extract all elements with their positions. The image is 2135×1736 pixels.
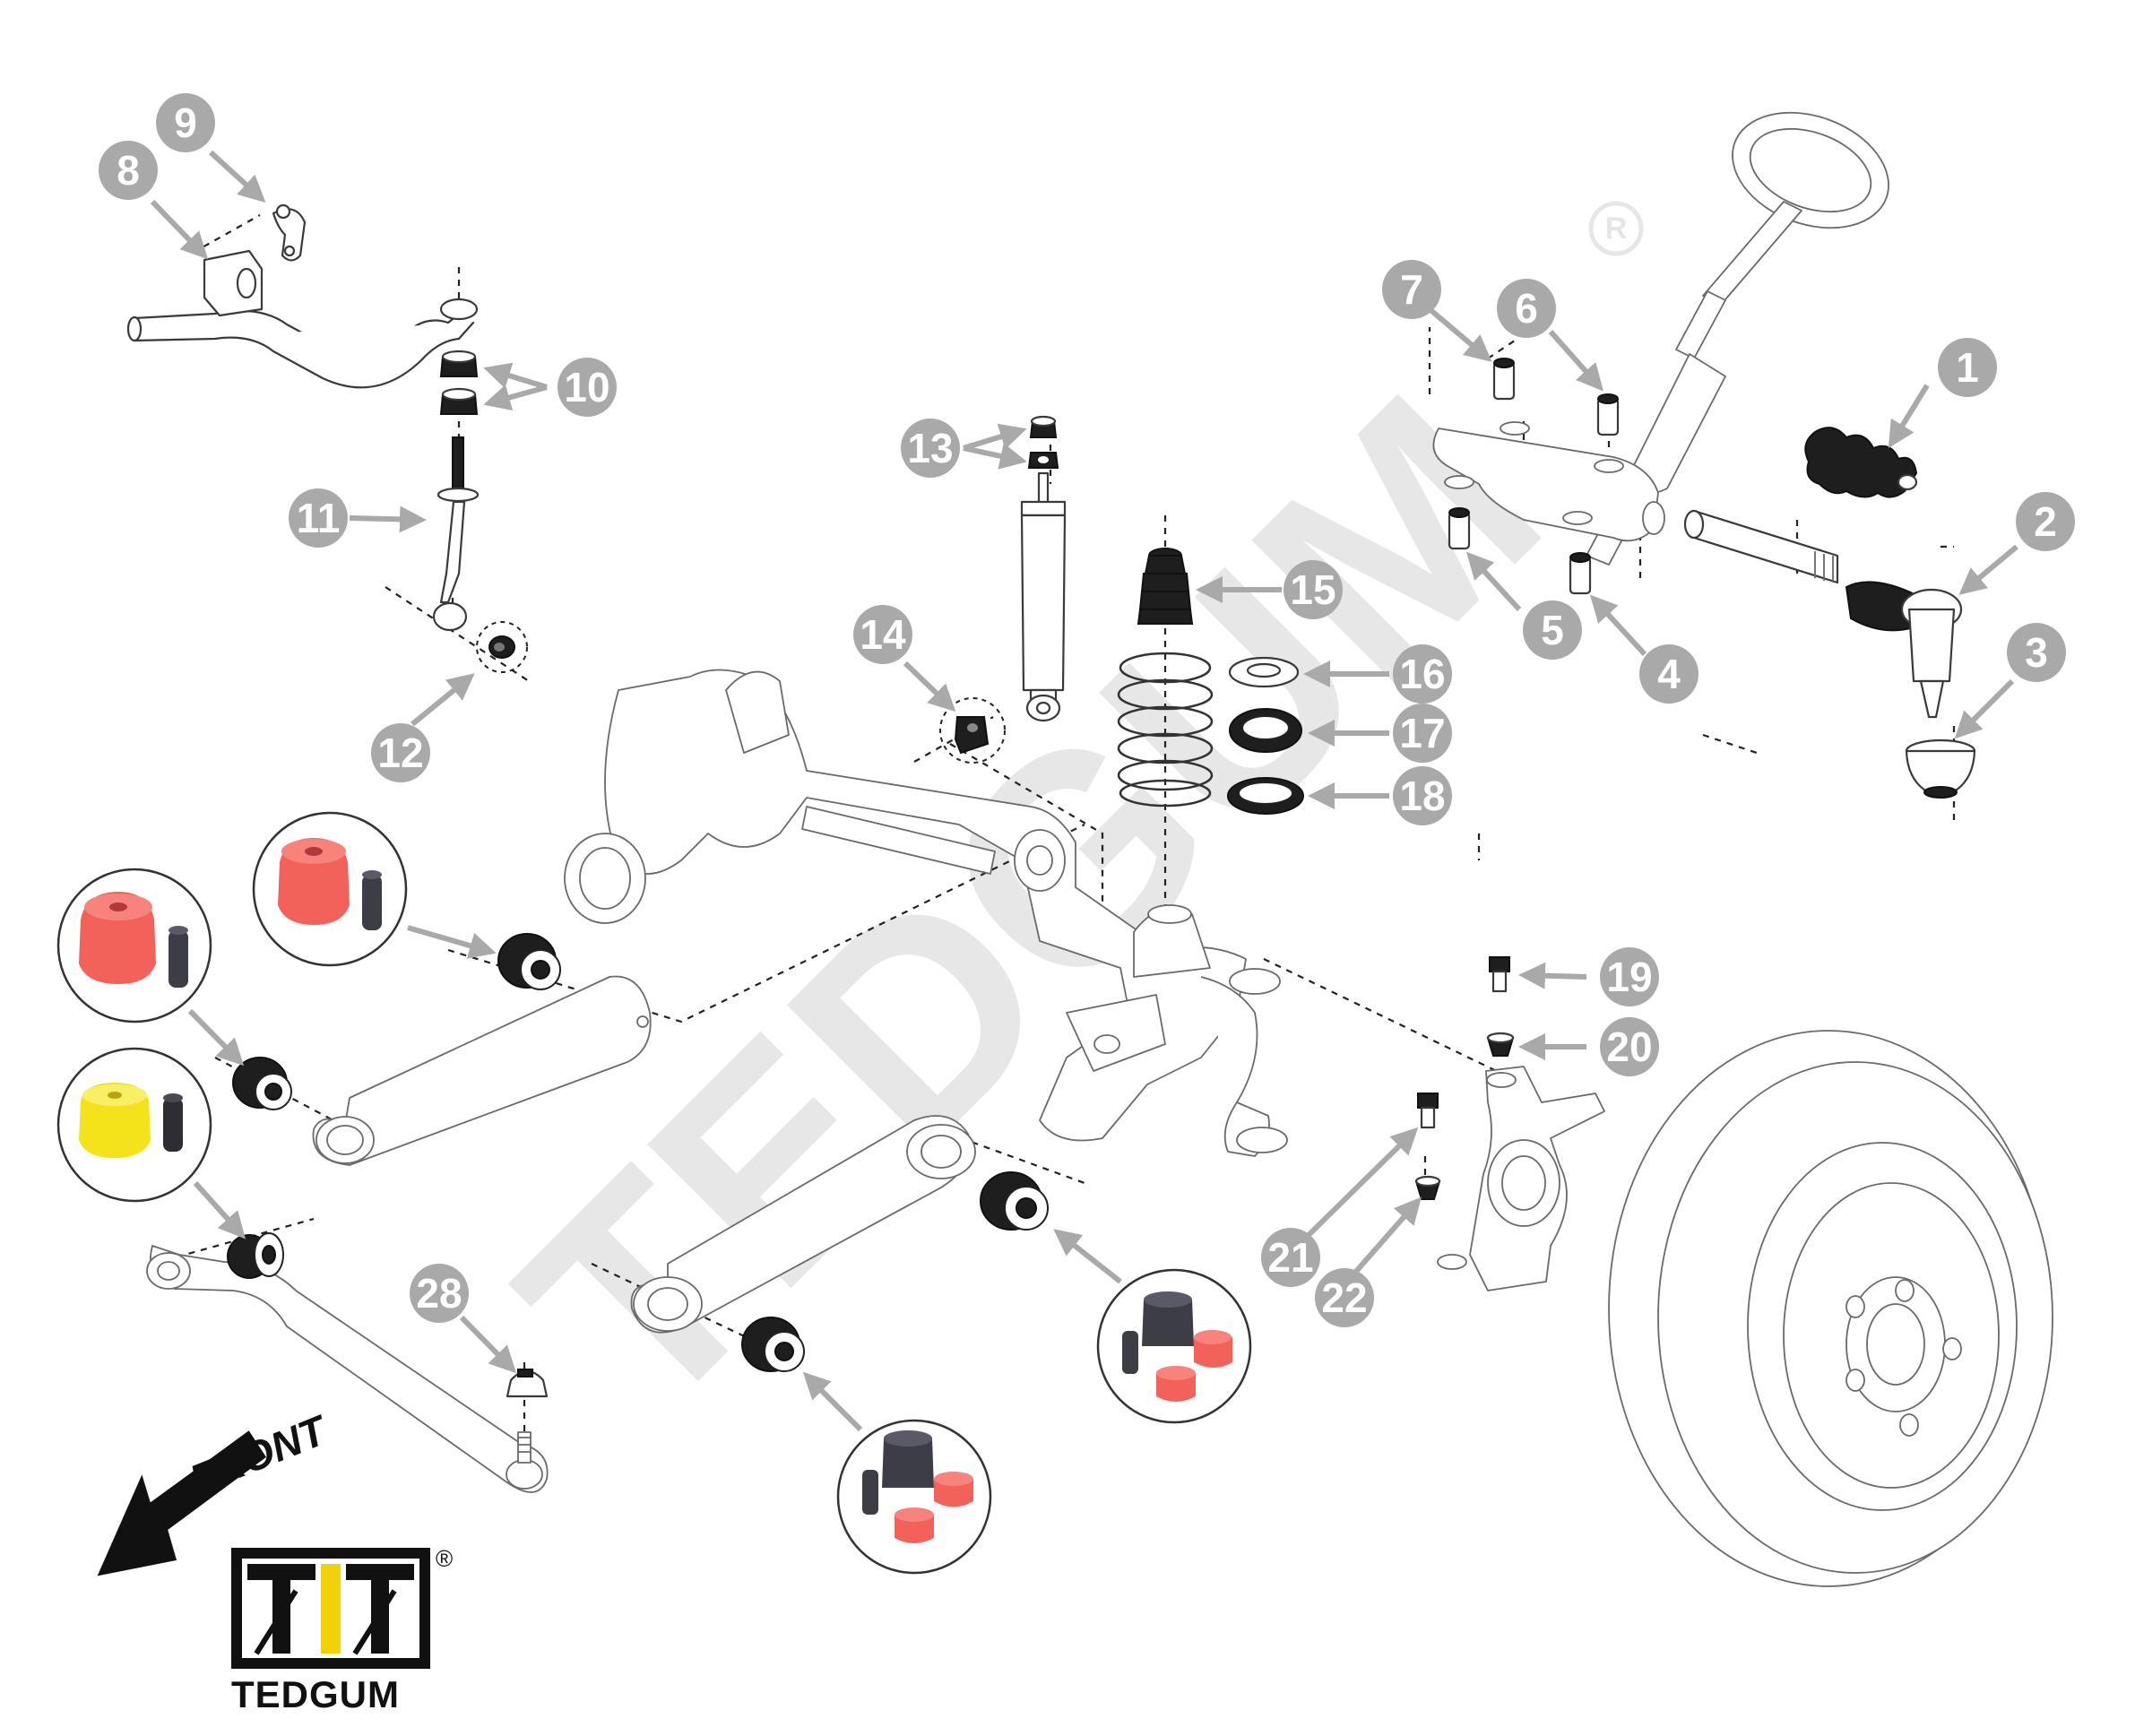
kingpin-bushing-22 (1414, 1175, 1441, 1200)
link-bushing-12 (476, 621, 528, 673)
svg-text:6: 6 (1515, 285, 1538, 332)
boot-1 (1804, 427, 1918, 498)
callout-17: 17 (1393, 704, 1452, 763)
tie-rod-2 (1683, 509, 1963, 719)
logo-registered-mark: ® (436, 1545, 453, 1572)
wheel (1608, 1030, 2053, 1587)
svg-text:4: 4 (1657, 651, 1681, 697)
callout-15: 15 (1284, 560, 1343, 619)
svg-text:11: 11 (297, 495, 341, 541)
callout-10: 10 (558, 358, 617, 417)
boot-3 (1905, 738, 1976, 799)
kingpin-bushing-20 (1486, 1032, 1515, 1057)
shock-bushing-14 (939, 697, 1006, 764)
svg-text:3: 3 (2025, 629, 2048, 676)
svg-text:22: 22 (1321, 1274, 1367, 1321)
upper-trailing-arm (312, 975, 652, 1166)
callout-9: 9 (156, 93, 215, 152)
spring-seat-18 (1227, 777, 1304, 815)
callout-6: 6 (1497, 279, 1556, 338)
stabilizer-bar (126, 298, 479, 389)
steering-wheel (1586, 111, 1889, 566)
svg-text:21: 21 (1267, 1234, 1313, 1281)
photo-red-bushing-upper (252, 811, 408, 967)
svg-text:19: 19 (1606, 954, 1652, 1000)
stabilizer-bushing-8 (203, 249, 264, 317)
callout-4: 4 (1639, 644, 1698, 704)
arm-bushing-lower-rear (980, 1171, 1049, 1231)
callout-19: 19 (1600, 947, 1659, 1006)
svg-text:7: 7 (1400, 266, 1423, 313)
lower-trailing-arm (630, 1115, 976, 1334)
svg-text:14: 14 (860, 611, 906, 658)
shock-absorber (1020, 415, 1067, 722)
kingpin-19 (1489, 956, 1510, 993)
pins-4-5-6-7 (1448, 358, 1620, 595)
svg-text:28: 28 (416, 1270, 462, 1317)
track-bar (146, 1245, 549, 1493)
svg-text:15: 15 (1290, 566, 1335, 613)
link-bushings-10 (439, 350, 479, 415)
svg-text:18: 18 (1399, 773, 1445, 819)
callout-20: 20 (1600, 1017, 1659, 1076)
svg-text:1: 1 (1956, 344, 1979, 391)
svg-text:17: 17 (1399, 710, 1445, 756)
spring-seat-16 (1228, 656, 1300, 688)
callout-arrows (150, 150, 2018, 1432)
svg-text:12: 12 (377, 730, 423, 776)
front-arrow-icon (97, 1430, 267, 1576)
callout-22: 22 (1315, 1268, 1374, 1327)
arm-bushing-front (497, 933, 561, 990)
bearing-17 (1229, 708, 1302, 753)
callout-5: 5 (1523, 600, 1582, 660)
steering-knuckle (1437, 1066, 1605, 1291)
callout-12: 12 (371, 723, 430, 782)
callout-3: 3 (2007, 623, 2066, 682)
callout-21: 21 (1261, 1228, 1320, 1287)
callout-1: 1 (1938, 338, 1997, 397)
steering-linkage (1432, 421, 1665, 542)
watermark-registered-icon: R (1588, 201, 1644, 256)
stabilizer-clamp-9 (272, 203, 307, 262)
svg-text:5: 5 (1541, 607, 1564, 653)
svg-text:R: R (1605, 212, 1628, 246)
tedgum-logo: ® TEDGUM (231, 1545, 453, 1715)
svg-text:16: 16 (1399, 651, 1445, 697)
callout-7: 7 (1382, 260, 1441, 319)
svg-text:10: 10 (564, 364, 609, 410)
arm-bushing-mid (232, 1057, 292, 1110)
callout-11: 11 (289, 488, 348, 548)
callout-16: 16 (1393, 644, 1452, 704)
arm-bushing-track (227, 1232, 284, 1279)
axle-housing (564, 669, 1288, 1157)
photo-red-bushing-left (56, 868, 212, 1023)
callout-8: 8 (99, 141, 158, 200)
kingpin-21 (1417, 1093, 1439, 1129)
svg-text:2: 2 (2034, 498, 2057, 545)
arm-bushing-lower-front (741, 1317, 805, 1372)
bump-stop-15 (1137, 548, 1194, 625)
logo-wordmark: TEDGUM (231, 1673, 400, 1715)
front-label: FRONT (183, 1405, 335, 1503)
svg-text:20: 20 (1606, 1023, 1652, 1070)
svg-text:13: 13 (907, 425, 953, 471)
stabilizer-link-11 (432, 436, 480, 632)
coil-spring (1117, 652, 1214, 808)
callout-14: 14 (853, 605, 912, 664)
callout-28: 28 (410, 1264, 469, 1323)
track-bar-bushing-28 (506, 1369, 549, 1464)
callout-2: 2 (2016, 492, 2075, 551)
svg-text:8: 8 (117, 147, 140, 194)
callout-13: 13 (901, 419, 960, 478)
svg-text:9: 9 (174, 99, 197, 146)
callout-18: 18 (1393, 766, 1452, 825)
photo-yellow-bushing (56, 1047, 212, 1203)
photo-bushing-kit-bottom (836, 1419, 992, 1575)
photo-bushing-kit-right (1096, 1268, 1252, 1424)
